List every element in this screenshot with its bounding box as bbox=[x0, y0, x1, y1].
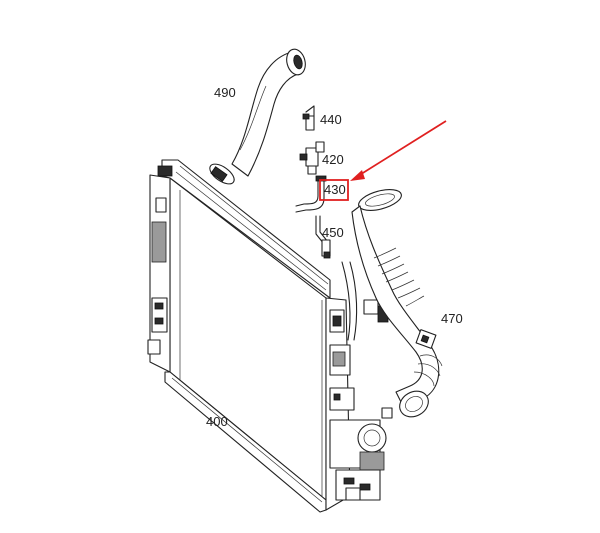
highlight-arrow bbox=[350, 120, 447, 181]
hose-430 bbox=[295, 175, 327, 213]
label-430: 430 bbox=[324, 182, 346, 197]
line-450 bbox=[315, 215, 331, 259]
fitting-440 bbox=[302, 105, 315, 131]
label-450: 450 bbox=[322, 225, 344, 240]
valve-420 bbox=[299, 141, 325, 175]
hose-490 bbox=[209, 48, 306, 185]
label-420: 420 bbox=[322, 152, 344, 167]
radiator bbox=[147, 159, 393, 513]
label-470: 470 bbox=[441, 311, 463, 326]
highlight-box bbox=[319, 179, 349, 201]
duct-470 bbox=[351, 189, 443, 418]
label-400: 400 bbox=[206, 414, 228, 429]
label-440: 440 bbox=[320, 112, 342, 127]
label-490: 490 bbox=[214, 85, 236, 100]
